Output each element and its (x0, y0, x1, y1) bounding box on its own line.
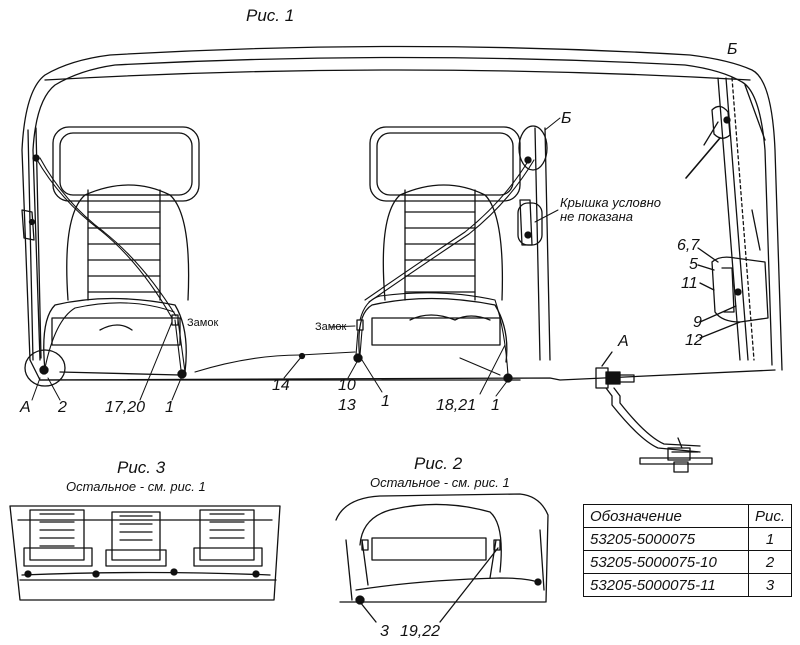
callout-19-22: 19,22 (400, 623, 441, 640)
detail-a-circle (24, 349, 66, 387)
callout-3: 3 (380, 623, 389, 640)
callout-9: 9 (693, 314, 702, 331)
callout-17-20: 17,20 (105, 399, 146, 416)
lock-label-right: Замок (315, 321, 347, 333)
fig1-seat-left (43, 184, 190, 376)
fig2-drawing (335, 493, 549, 623)
callout-14: 14 (272, 377, 290, 394)
fig2-note: Остальное - см. рис. 1 (370, 475, 510, 490)
fig1-anchors (28, 154, 532, 383)
table-row: 53205-5000075-10 2 (583, 550, 793, 574)
fig1-b-label: Б (561, 110, 572, 127)
callout-1-center: 1 (381, 393, 390, 410)
row3-fig: 3 (747, 573, 793, 597)
cover-outline (517, 202, 543, 246)
fig1-cab-outline (21, 45, 783, 381)
view-a-title: А (618, 333, 629, 350)
table-header-row: Обозначение Рис. (583, 504, 793, 528)
detail-b-circle (518, 125, 548, 171)
callout-2: 2 (58, 399, 67, 416)
fig2-title: Рис. 2 (414, 454, 463, 473)
callout-11: 11 (681, 275, 698, 292)
lock-label-left: Замок (187, 317, 219, 329)
cover-note-line2: не показана (560, 209, 633, 224)
fig3-drawing (9, 505, 281, 601)
cover-note-line1: Крышка условно (560, 195, 661, 210)
row3-designation: 53205-5000075-11 (583, 573, 749, 597)
fig1-title: Рис. 1 (246, 6, 295, 25)
fig1-leaders (31, 117, 561, 401)
view-b-title: Б (727, 41, 738, 58)
table-row: 53205-5000075 1 (583, 527, 793, 551)
callout-5: 5 (689, 256, 698, 273)
callout-10: 10 (338, 377, 356, 394)
row1-designation: 53205-5000075 (583, 527, 749, 551)
fig3-note: Остальное - см. рис. 1 (66, 479, 206, 494)
header-designation: Обозначение (583, 504, 749, 528)
callout-6-7: 6,7 (677, 237, 700, 254)
row1-fig: 1 (747, 527, 793, 551)
callout-1-left: 1 (165, 399, 174, 416)
view-a-detail (595, 351, 713, 473)
callout-1-right: 1 (491, 397, 500, 414)
fig3-title: Рис. 3 (117, 458, 166, 477)
fig1-belts (35, 157, 535, 376)
view-b-detail (685, 77, 769, 361)
fig1-seat-right (358, 184, 508, 363)
header-fig: Рис. (747, 504, 793, 528)
callout-a: А (20, 399, 31, 416)
row2-designation: 53205-5000075-10 (583, 550, 749, 574)
callout-18-21: 18,21 (436, 397, 477, 414)
table-row: 53205-5000075-11 3 (583, 573, 793, 597)
row2-fig: 2 (747, 550, 793, 574)
callout-12: 12 (685, 332, 703, 349)
callout-13: 13 (338, 397, 356, 414)
designation-table: Обозначение Рис. 53205-5000075 1 53205-5… (583, 504, 793, 597)
